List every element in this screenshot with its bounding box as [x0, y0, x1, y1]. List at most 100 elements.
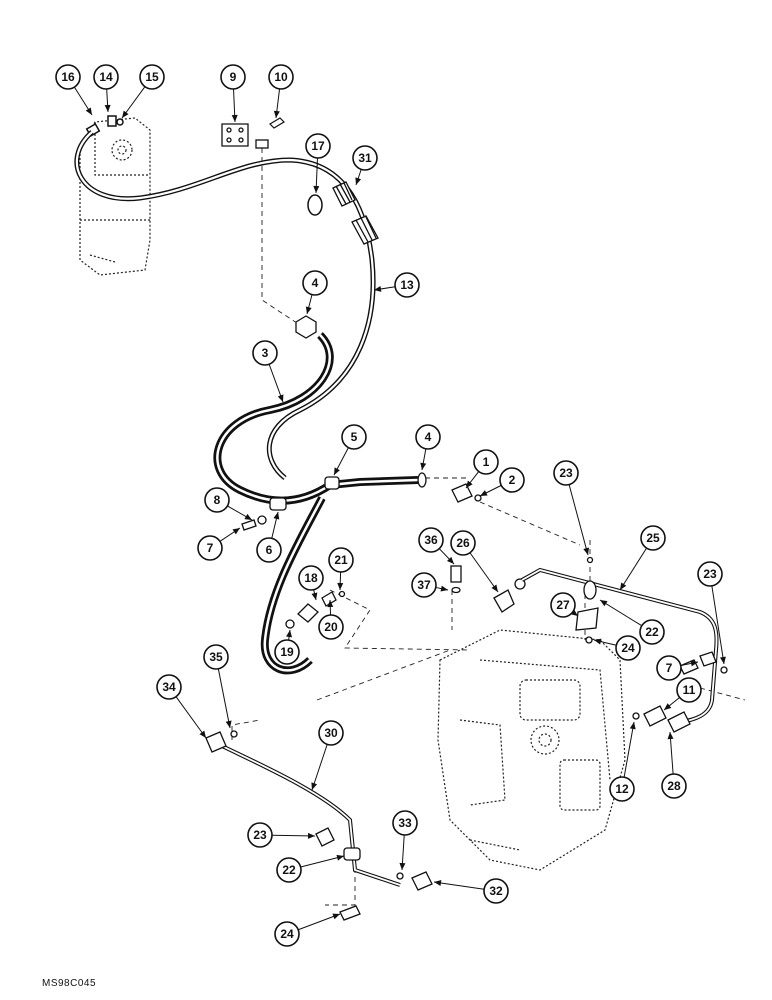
leader-arrowhead: [277, 394, 284, 402]
callout-number: 11: [683, 683, 696, 697]
callout-circle: [305, 133, 331, 159]
callout-circle: [256, 537, 282, 563]
callout-12: 12: [609, 721, 636, 802]
callout-number: 22: [282, 863, 296, 877]
callout-circle: [252, 340, 278, 366]
callout-circle: [302, 270, 328, 296]
callout-circle: [268, 64, 294, 90]
callout-4: 4: [415, 424, 441, 471]
callout-number: 23: [703, 567, 717, 581]
leader-line: [599, 599, 643, 627]
fittings-18-21: [285, 590, 346, 629]
callout-circle: [352, 145, 378, 171]
callout-25: 25: [619, 525, 666, 591]
leader-arrowhead: [232, 528, 240, 535]
callout-17: 17: [305, 133, 331, 194]
callout-circle: [415, 424, 441, 450]
callout-circle: [450, 530, 476, 556]
callout-circle: [411, 572, 437, 598]
callout-number: 24: [280, 927, 294, 941]
callout-circle: [499, 467, 525, 493]
leader-line: [311, 744, 328, 791]
callout-13: 13: [373, 272, 420, 298]
callout-number: 25: [646, 531, 660, 545]
callout-number: 5: [351, 430, 358, 444]
callout-2: 2: [479, 467, 525, 497]
callout-number: 13: [400, 278, 414, 292]
leader-arrowhead: [337, 582, 344, 590]
callout-33: 33: [392, 810, 418, 871]
callout-number: 28: [667, 779, 681, 793]
leader-arrowhead: [690, 660, 698, 667]
leader-arrowhead: [719, 656, 726, 664]
transmission-body: [437, 629, 626, 871]
callout-number: 8: [214, 493, 221, 507]
callout-number: 33: [398, 816, 412, 830]
callout-35: 35: [203, 644, 232, 729]
callout-number: 6: [266, 543, 273, 557]
callout-23: 23: [247, 822, 316, 848]
callout-circle: [274, 639, 300, 665]
callout-circle: [276, 857, 302, 883]
callout-circle: [93, 64, 119, 90]
nut-4-right: [417, 472, 427, 488]
callout-circle: [676, 677, 702, 703]
leader-line: [619, 547, 647, 591]
upper-valve-body: [79, 117, 151, 276]
callout-number: 15: [145, 70, 159, 84]
leader-arrowhead: [334, 467, 340, 475]
callout-circle: [328, 547, 354, 573]
callout-28: 28: [661, 731, 687, 799]
callout-24: 24: [274, 913, 341, 947]
leader-arrowhead: [273, 110, 280, 118]
callout-number: 23: [559, 466, 573, 480]
clip-17: [307, 194, 323, 216]
callout-7: 7: [197, 527, 241, 561]
tube-13: [74, 130, 376, 480]
callout-circle: [156, 674, 182, 700]
hose-sleeves-31: [332, 181, 379, 245]
callout-number: 31: [358, 151, 372, 165]
screw-10: [269, 117, 285, 129]
callout-circle: [298, 565, 324, 591]
callout-number: 7: [666, 661, 673, 675]
fitting-1: [451, 483, 482, 503]
callout-number: 9: [230, 70, 237, 84]
callout-circle: [318, 614, 344, 640]
callout-number: 35: [209, 650, 223, 664]
leader-line: [669, 731, 674, 775]
callout-37: 37: [411, 572, 449, 598]
callout-32: 32: [433, 878, 509, 904]
clamps-5-6: [241, 476, 340, 531]
leader-line: [433, 881, 485, 890]
callout-11: 11: [663, 677, 702, 711]
leader-arrowhead: [667, 732, 674, 740]
leader-arrowhead: [225, 720, 232, 728]
callout-number: 34: [162, 680, 176, 694]
callout-circle: [204, 487, 230, 513]
callout-14: 14: [93, 64, 119, 113]
callout-18: 18: [298, 565, 324, 601]
callout-22: 22: [276, 854, 345, 883]
callout-circle: [615, 635, 641, 661]
callout-circle: [55, 64, 81, 90]
leader-arrowhead: [327, 600, 334, 608]
callout-9: 9: [220, 64, 246, 123]
leader-arrowhead: [122, 110, 129, 118]
callout-circle: [656, 655, 682, 681]
callout-30: 30: [311, 720, 344, 791]
callout-circle: [394, 272, 420, 298]
callout-number: 7: [207, 541, 214, 555]
callout-circle: [203, 644, 229, 670]
leader-arrowhead: [305, 306, 312, 314]
callout-number: 3: [262, 346, 269, 360]
leader-arrowhead: [664, 703, 672, 710]
callout-1: 1: [465, 449, 499, 489]
callout-number: 20: [324, 620, 338, 634]
leader-arrowhead: [273, 512, 280, 520]
callout-circle: [473, 449, 499, 475]
leader-line: [271, 834, 316, 837]
callout-27: 27: [550, 592, 579, 618]
